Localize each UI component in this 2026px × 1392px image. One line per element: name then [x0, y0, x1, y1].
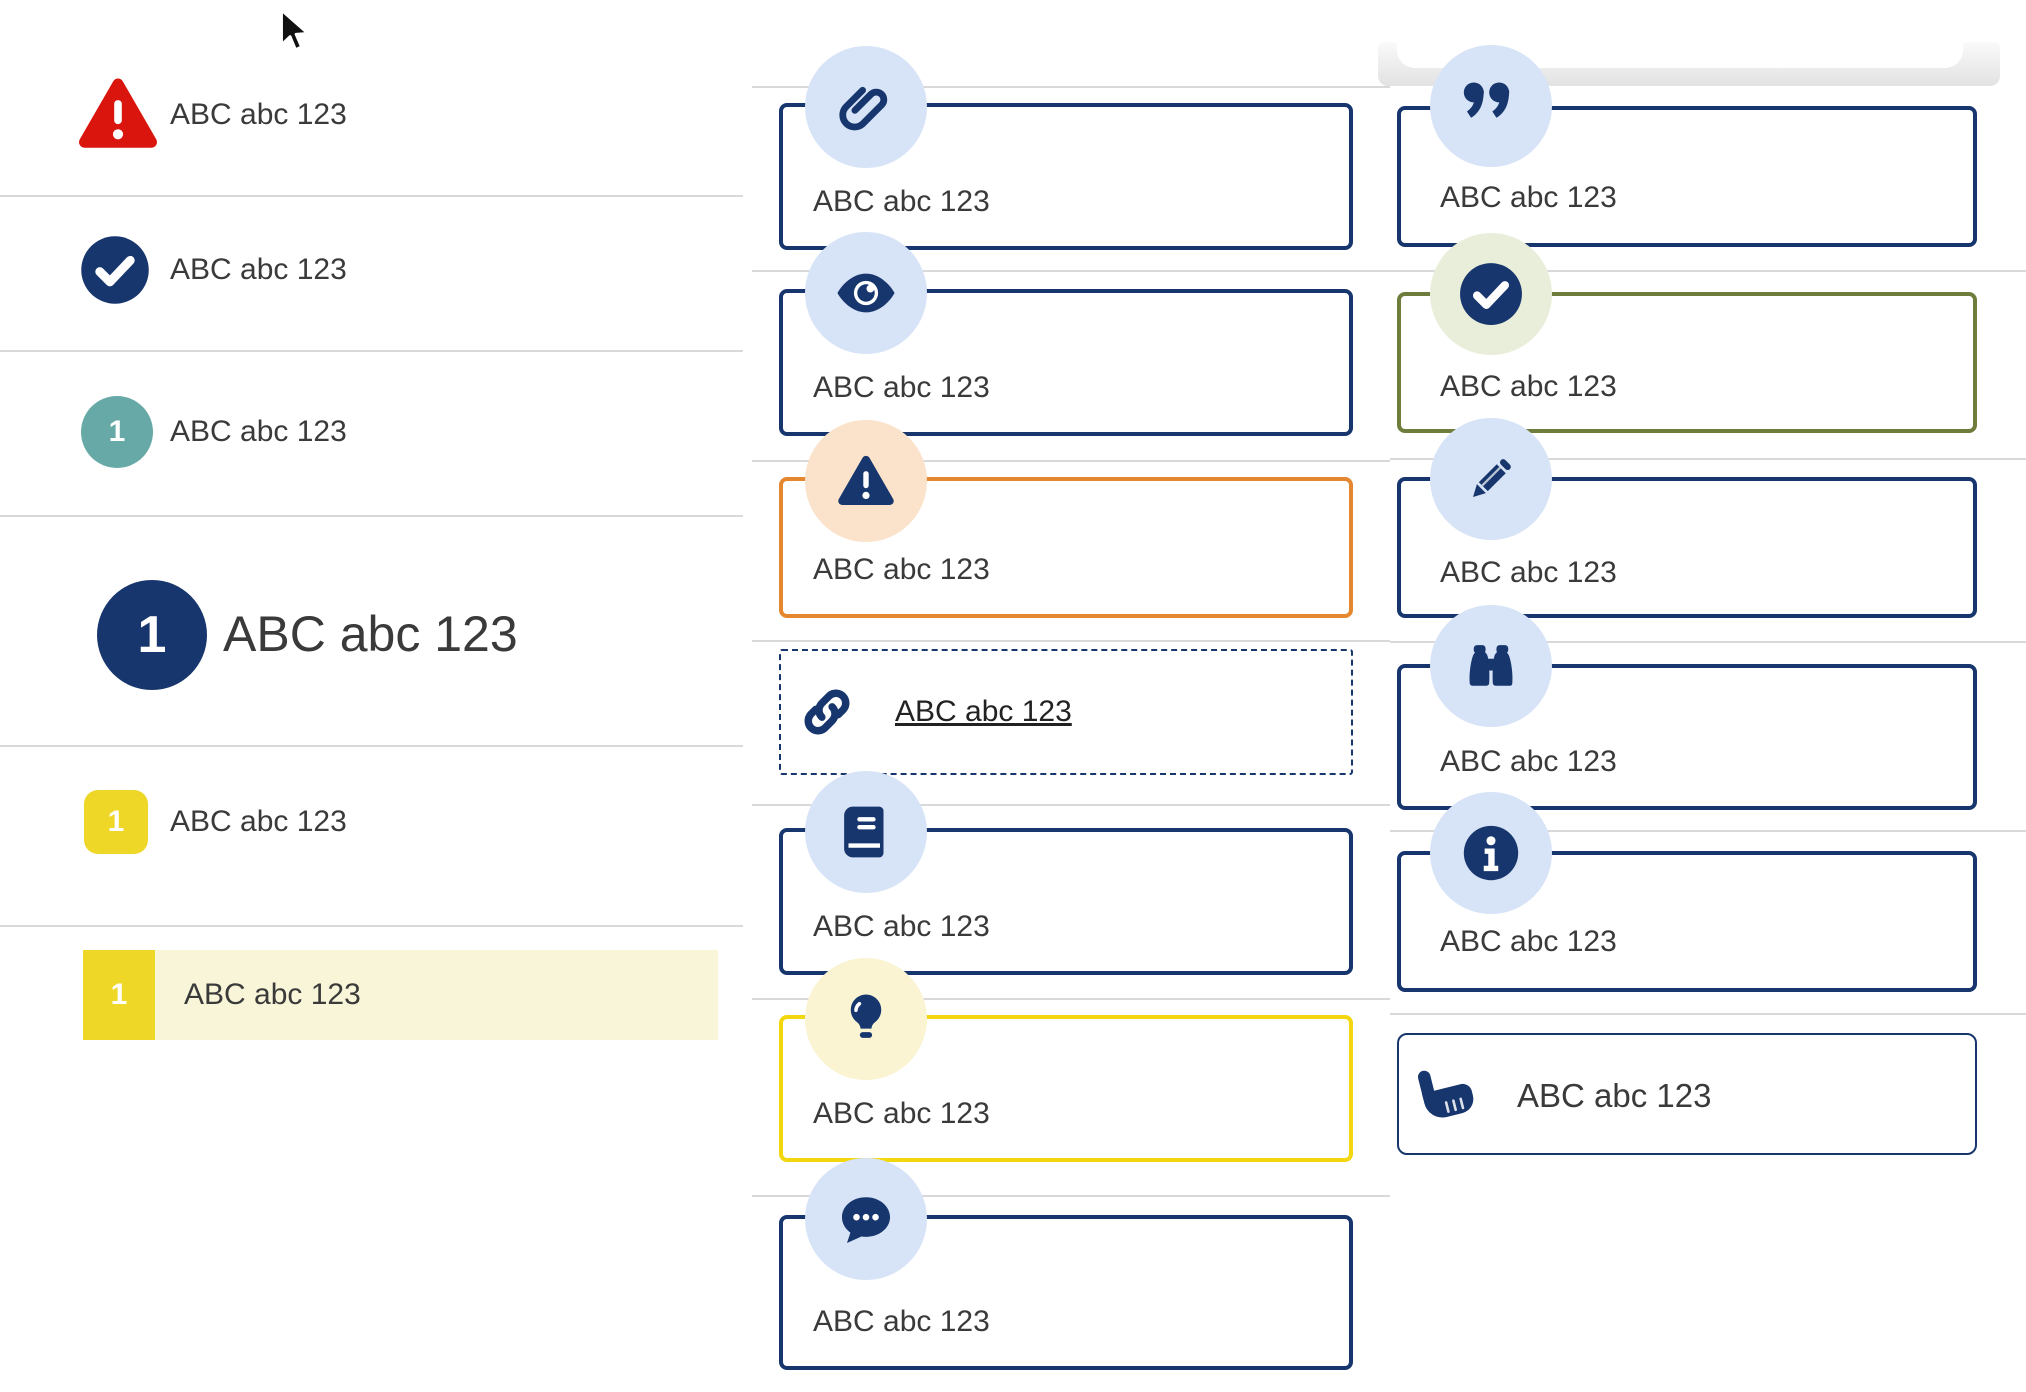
list-item-label: ABC abc 123 — [170, 253, 347, 286]
divider — [1390, 1013, 2026, 1015]
divider — [1390, 830, 2026, 832]
divider — [1390, 458, 2026, 460]
divider — [1390, 641, 2026, 643]
divider — [752, 460, 1390, 462]
callout-label: ABC abc 123 — [1440, 181, 1617, 214]
callout-action-label: ABC abc 123 — [1517, 1077, 1712, 1114]
callout-label: ABC abc 123 — [813, 185, 990, 218]
warning-triangle-icon — [805, 420, 927, 542]
pencil-icon — [1430, 418, 1552, 540]
highlighted-list-row[interactable] — [83, 950, 718, 1040]
link-icon — [797, 682, 857, 742]
warning-triangle-icon — [76, 76, 160, 152]
callout-label: ABC abc 123 — [1440, 925, 1617, 958]
divider — [752, 270, 1390, 272]
number-badge-navy-large: 1 — [97, 580, 207, 690]
callout-label: ABC abc 123 — [813, 371, 990, 404]
callout-label: ABC abc 123 — [1440, 745, 1617, 778]
number-badge-teal: 1 — [81, 396, 153, 468]
lightbulb-icon — [805, 958, 927, 1080]
number-badge-yellow: 1 — [84, 790, 148, 854]
callout-link-text[interactable]: ABC abc 123 — [895, 695, 1072, 728]
divider — [752, 640, 1390, 642]
callout-action[interactable] — [1397, 1033, 1977, 1155]
list-item-label: ABC abc 123 — [170, 98, 347, 131]
number-badge-yellow: 1 — [83, 950, 155, 1040]
divider — [752, 998, 1390, 1000]
divider — [752, 1195, 1390, 1197]
chat-bubble-icon — [805, 1158, 927, 1280]
check-circle-icon — [1430, 233, 1552, 355]
list-item-label: ABC abc 123 — [170, 415, 347, 448]
binoculars-icon — [1430, 605, 1552, 727]
list-heading-label: ABC abc 123 — [223, 606, 518, 662]
divider — [0, 925, 743, 927]
divider — [0, 745, 743, 747]
callout-link-box — [779, 649, 1353, 775]
callout-label: ABC abc 123 — [1440, 370, 1617, 403]
divider — [0, 350, 743, 352]
callout-label: ABC abc 123 — [813, 910, 990, 943]
check-circle-icon — [79, 234, 151, 306]
book-icon — [805, 771, 927, 893]
list-item-label: ABC abc 123 — [184, 978, 361, 1011]
callout-label: ABC abc 123 — [813, 1097, 990, 1130]
callout-label: ABC abc 123 — [813, 553, 990, 586]
divider — [0, 515, 743, 517]
info-circle-icon — [1430, 792, 1552, 914]
divider — [752, 804, 1390, 806]
eye-icon — [805, 232, 927, 354]
callout-label: ABC abc 123 — [1440, 556, 1617, 589]
arrow-pointer-icon — [278, 6, 314, 58]
divider — [0, 195, 743, 197]
divider — [1390, 270, 2026, 272]
callout-label: ABC abc 123 — [813, 1305, 990, 1338]
paperclip-icon — [805, 46, 927, 168]
list-item-label: ABC abc 123 — [170, 805, 347, 838]
hand-point-icon — [1414, 1063, 1478, 1127]
callout-tip — [779, 1015, 1353, 1162]
divider — [752, 86, 1390, 88]
quote-icon — [1430, 45, 1552, 167]
